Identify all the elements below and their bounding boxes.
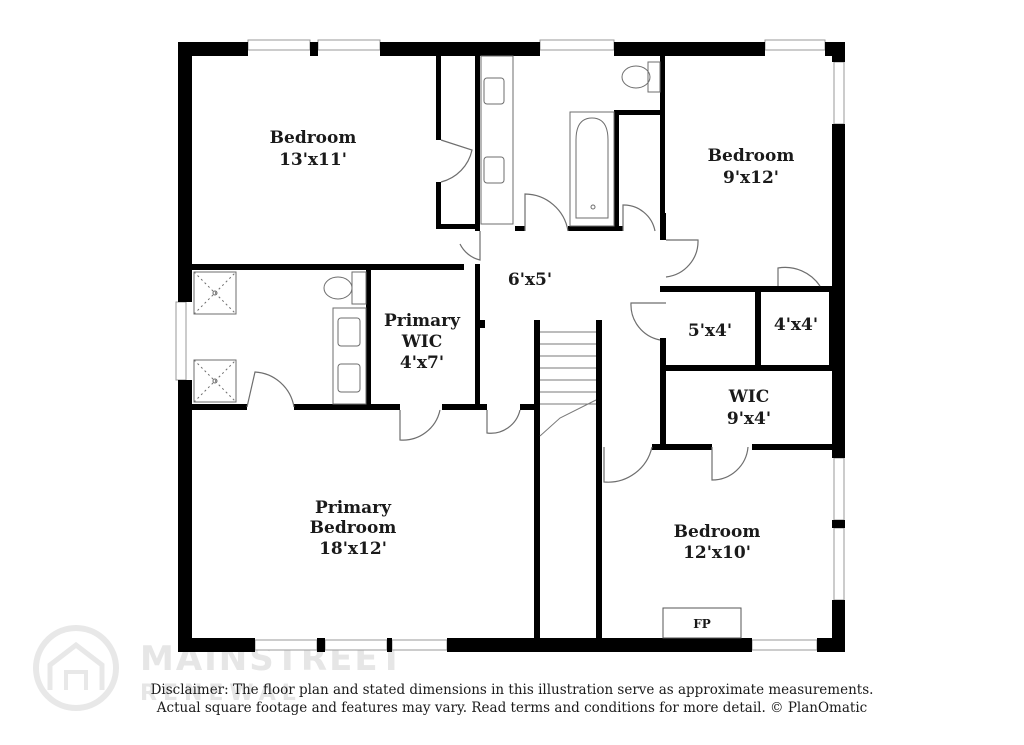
sink-icon: [337, 317, 361, 347]
door-swing: [777, 266, 821, 287]
watermark-line2: RENEWAL: [140, 681, 302, 706]
window: [539, 39, 615, 51]
window: [324, 639, 388, 651]
room-dims: 18'x12': [319, 539, 387, 559]
disclaimer-line2: Actual square footage and features may v…: [156, 700, 868, 716]
window: [751, 639, 818, 651]
window: [317, 39, 381, 51]
room-dims: 4'x4': [774, 315, 818, 335]
door-swing: [630, 302, 666, 341]
window: [175, 301, 187, 381]
room-dims: 9'x4': [727, 409, 771, 429]
toilet-icon: [323, 271, 367, 305]
vanity: [480, 55, 514, 225]
disclaimer-line1: Disclaimer: The floor plan and stated di…: [150, 682, 874, 698]
shower-icon: [193, 359, 237, 403]
room-name: Primary: [384, 311, 461, 331]
sink-icon: [483, 77, 505, 105]
window: [833, 457, 845, 521]
room-name: Bedroom: [310, 518, 397, 538]
disclaimer: Disclaimer: The floor plan and stated di…: [0, 681, 1024, 717]
door-swing: [246, 371, 295, 408]
exterior-walls: [178, 42, 845, 652]
bathtub-icon: [569, 111, 615, 227]
window: [247, 39, 311, 51]
windows: [175, 39, 845, 651]
window: [764, 39, 826, 51]
room-name: Bedroom: [270, 128, 357, 148]
door-swing: [711, 446, 749, 481]
door-swing: [524, 193, 569, 232]
toilet-icon: [621, 61, 661, 93]
room-name: Bedroom: [708, 146, 795, 166]
sink-icon: [337, 363, 361, 393]
window: [254, 639, 318, 651]
room-dims: 9'x12': [723, 168, 779, 188]
vanity: [332, 307, 367, 405]
window: [833, 527, 845, 601]
room-name: Bedroom: [674, 522, 761, 542]
door-swing: [603, 446, 653, 483]
shower-icon: [193, 271, 237, 315]
door-swing: [665, 239, 699, 278]
doors: [246, 139, 821, 483]
fireplace: [662, 607, 742, 639]
door-swing: [486, 409, 521, 434]
door-swing: [622, 204, 656, 232]
sink-icon: [483, 156, 505, 184]
window: [833, 61, 845, 125]
room-name: Primary: [315, 498, 392, 518]
room-labels: Bedroom 13'x11' Bedroom 9'x12' 6'x5' Pri…: [270, 128, 818, 631]
room-dims: 13'x11': [279, 150, 347, 170]
stairs: [539, 331, 597, 437]
room-name: WIC: [728, 387, 770, 407]
fireplace-label: FP: [693, 617, 711, 631]
room-dims: 5'x4': [688, 321, 732, 341]
window: [391, 639, 448, 651]
door-swing: [459, 231, 481, 261]
interior-walls: [192, 56, 838, 644]
room-name: WIC: [401, 332, 443, 352]
door-swing: [399, 409, 441, 441]
room-dims: 6'x5': [508, 270, 552, 290]
room-dims: 4'x7': [400, 353, 444, 373]
room-dims: 12'x10': [683, 543, 751, 563]
door-swing: [440, 139, 473, 183]
fixtures: [193, 55, 742, 639]
